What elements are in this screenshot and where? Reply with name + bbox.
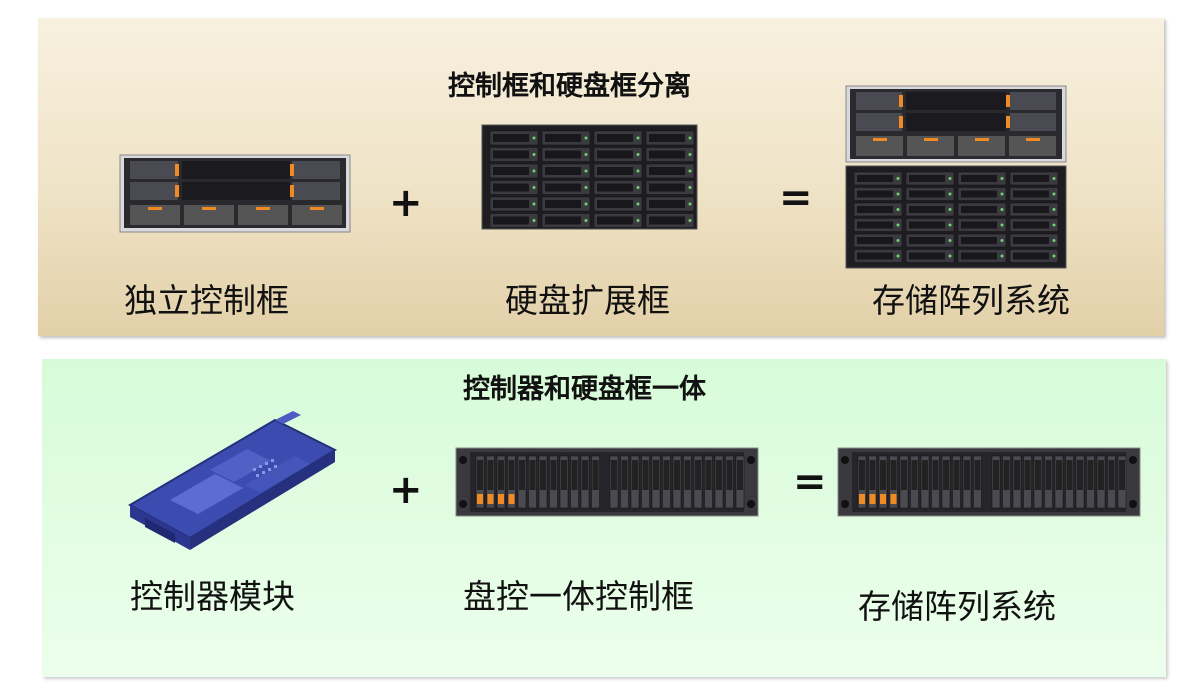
equals-operator-bottom: = (793, 459, 827, 505)
equals-operator-top: = (779, 175, 813, 221)
storage-array-stack-image (845, 85, 1067, 269)
plus-operator-bottom: + (389, 467, 423, 513)
separated-item-3: 存储阵列系统 (872, 281, 1070, 320)
separated-item-1: 独立控制框 (124, 281, 289, 320)
integrated-item-1: 控制器模块 (130, 577, 295, 616)
integrated-item-3: 存储阵列系统 (858, 587, 1056, 626)
integrated-enclosure-image (455, 447, 759, 517)
controller-module-image (127, 411, 338, 550)
integrated-item-2: 盘控一体控制框 (463, 577, 694, 616)
disk-enclosure-image (481, 124, 698, 230)
controller-enclosure-image (119, 154, 351, 233)
separated-title: 控制框和硬盘框分离 (448, 71, 691, 102)
separated-item-2: 硬盘扩展框 (505, 281, 670, 320)
plus-operator-top: + (389, 180, 423, 226)
integrated-array-image (837, 447, 1141, 517)
integrated-title: 控制器和硬盘框一体 (463, 374, 706, 405)
